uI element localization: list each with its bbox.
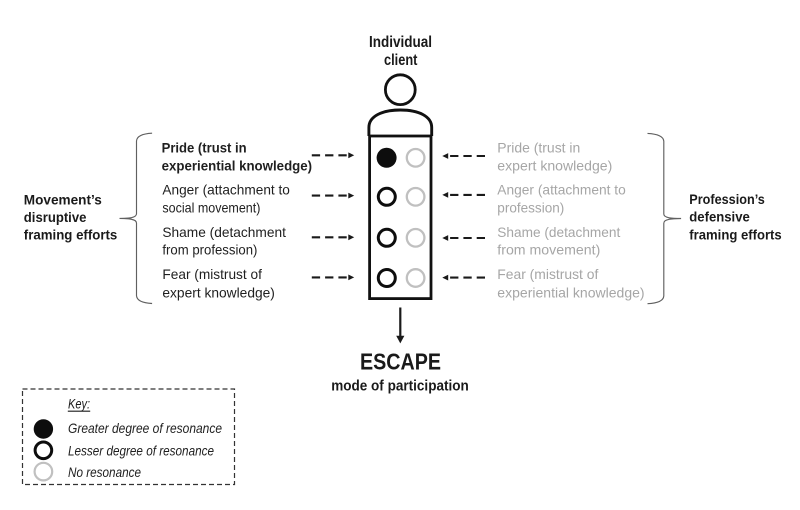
svg-text:expert knowledge): expert knowledge) — [497, 157, 612, 173]
svg-text:Pride (trust in: Pride (trust in — [162, 139, 247, 155]
svg-text:Fear (mistrust of: Fear (mistrust of — [497, 266, 598, 282]
svg-text:profession): profession) — [497, 200, 564, 216]
svg-text:experiential knowledge): experiential knowledge) — [497, 284, 644, 300]
svg-text:Pride (trust in: Pride (trust in — [497, 139, 580, 155]
svg-text:Shame (detachment: Shame (detachment — [497, 224, 620, 240]
svg-text:disruptive: disruptive — [24, 209, 87, 225]
svg-text:from movement): from movement) — [497, 241, 600, 257]
svg-text:Anger (attachment to: Anger (attachment to — [497, 182, 626, 198]
svg-text:Anger (attachment to: Anger (attachment to — [162, 182, 290, 198]
svg-text:ESCAPE: ESCAPE — [360, 349, 441, 375]
svg-text:Individual: Individual — [369, 34, 432, 51]
svg-text:mode of participation: mode of participation — [331, 378, 469, 394]
svg-text:Fear (mistrust of: Fear (mistrust of — [162, 266, 262, 282]
svg-text:framing efforts: framing efforts — [689, 226, 782, 242]
svg-text:social movement): social movement) — [162, 200, 260, 216]
svg-text:from profession): from profession) — [162, 241, 257, 257]
svg-text:Movement’s: Movement’s — [24, 191, 102, 207]
svg-text:expert knowledge): expert knowledge) — [162, 284, 275, 300]
svg-text:experiential knowledge): experiential knowledge) — [162, 157, 313, 173]
svg-text:framing efforts: framing efforts — [24, 227, 118, 243]
svg-text:Greater degree of resonance: Greater degree of resonance — [68, 420, 222, 436]
svg-text:Lesser degree of resonance: Lesser degree of resonance — [68, 443, 214, 459]
svg-text:Key:: Key: — [68, 395, 90, 411]
svg-text:client: client — [384, 52, 418, 69]
svg-text:defensive: defensive — [689, 209, 750, 225]
svg-text:No resonance: No resonance — [68, 464, 141, 480]
svg-text:Profession’s: Profession’s — [689, 191, 765, 207]
svg-text:Shame (detachment: Shame (detachment — [162, 224, 286, 240]
